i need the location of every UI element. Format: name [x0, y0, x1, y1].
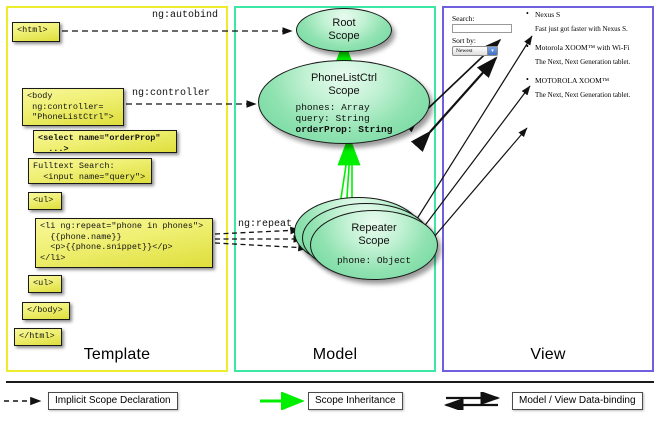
double-arrow-icon: [443, 392, 501, 410]
legend-divider: [6, 381, 654, 383]
phone-snippet: Fast just got faster with Nexus S.: [535, 25, 628, 33]
list-item[interactable]: Nexus S Fast just got faster with Nexus …: [526, 9, 648, 34]
code-box-fulltext-search: Fulltext Search: <input name="query">: [28, 158, 152, 184]
dashed-arrow-icon: [4, 396, 42, 406]
scope-ctrl-prop-query: query: String: [295, 113, 370, 124]
scope-phonelistctrl: PhoneListCtrl Scope phones: Array query:…: [258, 60, 430, 144]
list-item[interactable]: MOTOROLA XOOM™ The Next, Next Generation…: [526, 75, 648, 100]
scope-ctrl-title-line1: PhoneListCtrl: [310, 72, 378, 84]
scope-ctrl-prop-orderprop: orderProp: String: [295, 124, 393, 135]
scope-repeater-title-line2: Scope: [358, 235, 390, 247]
scope-root: Root Scope: [296, 8, 392, 52]
code-box-html-close: </html>: [14, 328, 62, 346]
scope-ctrl-prop-phones: phones: Array: [295, 102, 370, 113]
sort-label: Sort by:: [452, 36, 476, 45]
wire-label-ng-autobind: ng:autobind: [152, 10, 219, 21]
view-search-form: Search: Sort by: Newest ▾: [452, 14, 528, 56]
phone-snippet: The Next, Next Generation tablet.: [535, 91, 631, 99]
column-label-model: Model: [312, 346, 358, 363]
code-box-li-repeat: <li ng:repeat="phone in phones"> {{phone…: [35, 218, 213, 268]
scope-root-title-line2: Scope: [328, 30, 360, 42]
phone-name: Motorola XOOM™ with Wi-Fi: [526, 42, 648, 53]
column-label-template: Template: [83, 346, 151, 363]
code-box-html-open: <html>: [12, 22, 60, 42]
code-box-ul-close: <ul>: [28, 275, 62, 293]
column-label-view: View: [530, 346, 566, 363]
chevron-down-icon: ▾: [487, 47, 497, 55]
scope-repeater: Repeater Scope phone: Object: [310, 210, 438, 280]
legend-label: Scope Inheritance: [308, 392, 403, 410]
search-input[interactable]: [452, 24, 512, 33]
legend-label: Model / View Data-binding: [512, 392, 643, 410]
phone-list: Nexus S Fast just got faster with Nexus …: [526, 9, 648, 109]
code-box-body-close: </body>: [22, 302, 70, 320]
sort-select-value: Newest: [456, 48, 473, 54]
phone-name: MOTOROLA XOOM™: [526, 75, 648, 86]
column-model: Model: [234, 6, 436, 372]
code-box-select: <select name="orderProp" ...>: [33, 130, 177, 153]
phone-snippet: The Next, Next Generation tablet.: [535, 58, 631, 66]
code-box-body-open: <body ng:controller= "PhoneListCtrl">: [22, 88, 124, 126]
phone-name: Nexus S: [526, 9, 648, 20]
wire-label-ng-repeat: ng:repeat: [238, 219, 293, 230]
green-arrow-icon: [260, 392, 304, 410]
legend-label: Implicit Scope Declaration: [48, 392, 178, 410]
sort-select[interactable]: Newest ▾: [452, 46, 498, 56]
scope-repeater-title-line1: Repeater: [351, 222, 397, 234]
scope-root-title-line1: Root: [332, 17, 356, 29]
wire-label-ng-controller: ng:controller: [132, 88, 211, 99]
code-box-ul-open: <ul>: [28, 192, 62, 210]
list-item[interactable]: Motorola XOOM™ with Wi-Fi The Next, Next…: [526, 42, 648, 67]
scope-repeater-prop-phone: phone: Object: [336, 255, 412, 266]
search-label: Search:: [452, 14, 475, 23]
scope-ctrl-title-line2: Scope: [328, 85, 360, 97]
